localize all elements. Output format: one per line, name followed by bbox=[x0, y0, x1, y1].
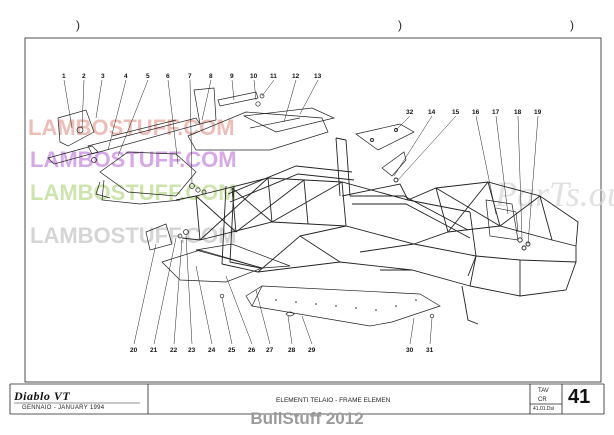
callout-13: 13 bbox=[314, 73, 322, 80]
callout-21: 21 bbox=[150, 347, 158, 354]
callout-29: 29 bbox=[308, 347, 316, 354]
callout-27: 27 bbox=[266, 347, 274, 354]
callout-24: 24 bbox=[208, 347, 216, 354]
callout-5: 5 bbox=[146, 73, 150, 80]
brand-logo: Diablo VT bbox=[14, 389, 71, 403]
callout-7: 7 bbox=[188, 73, 192, 80]
main-chassis bbox=[175, 123, 579, 325]
footer-watermark: BullStuff 2012 bbox=[250, 409, 364, 428]
callout-2: 2 bbox=[82, 73, 86, 80]
callout-10: 10 bbox=[250, 73, 258, 80]
callout-22: 22 bbox=[170, 347, 178, 354]
callout-17: 17 bbox=[492, 109, 500, 116]
callout-19: 19 bbox=[534, 109, 542, 116]
callout-6: 6 bbox=[166, 73, 170, 80]
title-block-frame bbox=[9, 383, 605, 415]
callout-15: 15 bbox=[452, 109, 460, 116]
sheet-title: ELEMENTI TELAIO - FRAME ELEMEN bbox=[276, 397, 391, 404]
callout-26: 26 bbox=[248, 347, 256, 354]
callout-numbers-bottom: 20 21 22 23 24 25 26 27 28 29 30 31 bbox=[130, 347, 434, 354]
watermark-line-2: LAMBOSTUFF.COM bbox=[30, 147, 237, 172]
table-number: 41 bbox=[568, 386, 591, 408]
callout-18: 18 bbox=[514, 109, 522, 116]
callout-numbers-top: 1 2 3 4 5 6 7 8 9 10 11 12 13 bbox=[62, 73, 322, 80]
callout-numbers-right: 32 14 15 16 17 18 19 bbox=[406, 109, 542, 116]
callout-31: 31 bbox=[426, 347, 434, 354]
callout-4: 4 bbox=[124, 73, 128, 80]
floor-panel bbox=[219, 285, 441, 327]
page-border bbox=[24, 37, 602, 383]
callout-12: 12 bbox=[292, 73, 300, 80]
callout-23: 23 bbox=[188, 347, 196, 354]
watermark: LAMBOSTUFF.COM LAMBOSTUFF.COM LAMBOSTUFF… bbox=[28, 115, 614, 248]
callout-3: 3 bbox=[101, 73, 105, 80]
callout-30: 30 bbox=[406, 347, 414, 354]
punch-mark: ) bbox=[570, 18, 574, 32]
callout-14: 14 bbox=[428, 109, 436, 116]
leader-lines bbox=[63, 79, 539, 345]
punch-mark: ) bbox=[398, 18, 402, 32]
callout-32: 32 bbox=[406, 109, 414, 116]
cr-label: CR bbox=[538, 397, 547, 403]
callout-28: 28 bbox=[288, 347, 296, 354]
callout-9: 9 bbox=[230, 73, 234, 80]
watermark-side-text: ParTs.ouk bbox=[494, 174, 614, 214]
parts-group-top-left bbox=[47, 87, 336, 283]
callout-25: 25 bbox=[228, 347, 236, 354]
callout-8: 8 bbox=[209, 73, 213, 80]
punch-mark: ) bbox=[76, 18, 80, 32]
issue-date: GENNAIO - JANUARY 1994 bbox=[22, 405, 105, 411]
callout-16: 16 bbox=[472, 109, 480, 116]
watermark-line-4: LAMBOSTUFF.COM bbox=[30, 223, 237, 248]
watermark-line-1: LAMBOSTUFF.COM bbox=[28, 115, 235, 140]
callout-20: 20 bbox=[130, 347, 138, 354]
callout-11: 11 bbox=[270, 73, 277, 80]
callout-1: 1 bbox=[62, 73, 66, 80]
tav-label: TAV bbox=[538, 388, 549, 394]
date-code: 41.01.Dsl bbox=[533, 406, 555, 412]
